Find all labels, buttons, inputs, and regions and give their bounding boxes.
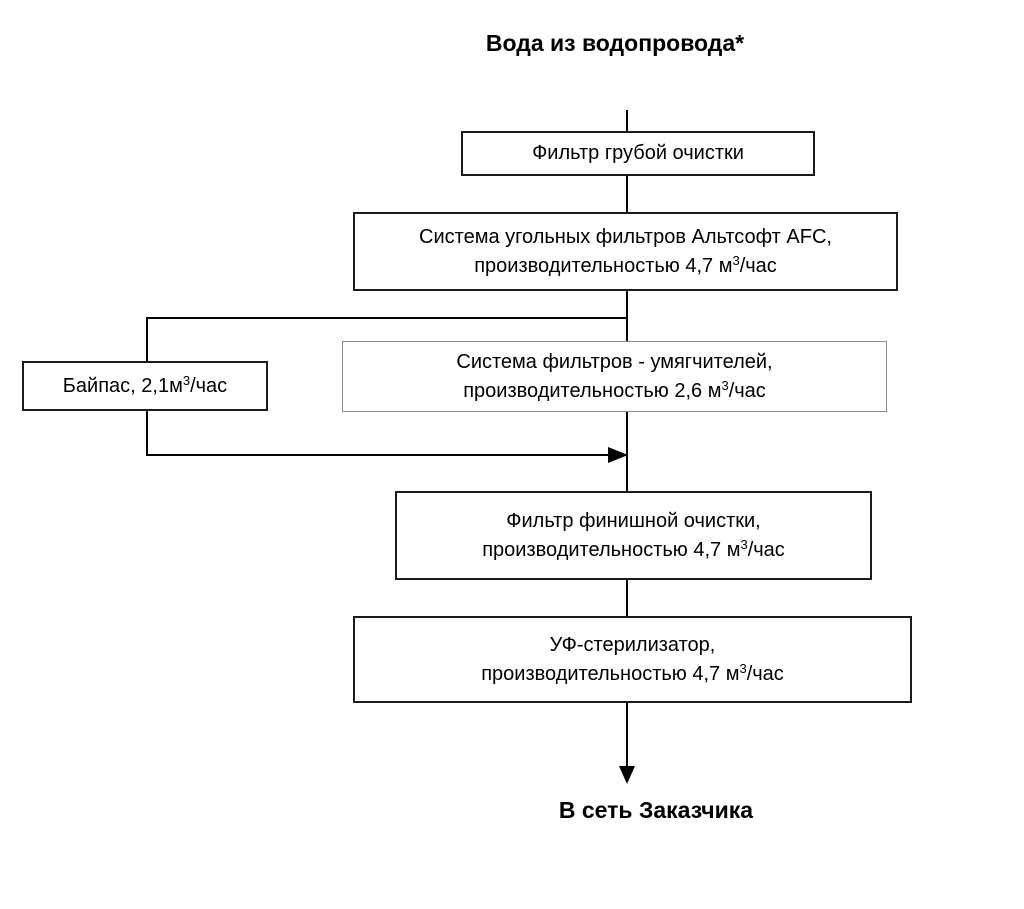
capacity-prefix: производительностью 4,7 м bbox=[474, 254, 733, 277]
node-softener-name: Система фильтров - умягчителей, bbox=[456, 348, 772, 377]
capacity-suffix: /час bbox=[746, 662, 784, 685]
arrowhead-bypass-right-icon bbox=[608, 447, 628, 463]
capacity-superscript: 3 bbox=[721, 377, 729, 393]
capacity-superscript: 3 bbox=[740, 536, 748, 552]
capacity-prefix: производительностью 2,6 м bbox=[463, 379, 722, 402]
capacity-prefix: производительностью 4,7 м bbox=[481, 662, 740, 685]
node-finish-name: Фильтр финишной очистки, bbox=[506, 507, 760, 536]
node-carbon-capacity: производительностью 4,7 м3/час bbox=[474, 252, 777, 281]
outlet-label-text: В сеть Заказчика bbox=[558, 797, 754, 823]
node-uv-sterilizer: УФ-стерилизатор, производительностью 4,7… bbox=[353, 616, 912, 703]
node-label-text: Фильтр финишной очистки, bbox=[506, 509, 761, 532]
capacity-suffix: /час bbox=[728, 379, 766, 402]
node-uv-name: УФ-стерилизатор, bbox=[550, 631, 716, 660]
capacity-superscript: 3 bbox=[732, 252, 740, 268]
capacity-suffix: /час bbox=[747, 538, 785, 561]
node-softener-filter-system: Система фильтров - умягчителей, производ… bbox=[342, 341, 887, 412]
node-finish-capacity: производительностью 4,7 м3/час bbox=[482, 536, 785, 565]
node-coarse-filter: Фильтр грубой очистки bbox=[461, 131, 815, 176]
capacity-prefix: Байпас, 2,1м bbox=[62, 374, 183, 397]
node-label-text: УФ-стерилизатор, bbox=[549, 633, 716, 656]
node-softener-capacity: производительностью 2,6 м3/час bbox=[463, 377, 766, 406]
capacity-suffix: /час bbox=[190, 374, 228, 397]
node-label-text: Система угольных фильтров Альтсофт AFC, bbox=[419, 225, 832, 248]
capacity-prefix: производительностью 4,7 м bbox=[482, 538, 741, 561]
node-bypass: Байпас, 2,1м3/час bbox=[22, 361, 268, 411]
node-bypass-label: Байпас, 2,1м3/час bbox=[63, 372, 227, 401]
node-finish-filter: Фильтр финишной очистки, производительно… bbox=[395, 491, 872, 580]
outlet-label: В сеть Заказчика bbox=[356, 797, 956, 824]
node-uv-capacity: производительностью 4,7 м3/час bbox=[481, 660, 784, 689]
capacity-suffix: /час bbox=[739, 254, 777, 277]
node-coarse-filter-label: Фильтр грубой очистки bbox=[532, 139, 744, 168]
diagram-title-text: Вода из водопровода* bbox=[485, 30, 745, 56]
capacity-superscript: 3 bbox=[739, 660, 747, 676]
node-carbon-filter-system: Система угольных фильтров Альтсофт AFC, … bbox=[353, 212, 898, 291]
diagram-title: Вода из водопровода* bbox=[315, 30, 915, 57]
node-label-text: Система фильтров - умягчителей, bbox=[456, 350, 773, 373]
node-label-text: Фильтр грубой очистки bbox=[532, 142, 744, 164]
node-carbon-name: Система угольных фильтров Альтсофт AFC, bbox=[419, 223, 832, 252]
arrowhead-outlet-down-icon bbox=[619, 766, 635, 784]
capacity-superscript: 3 bbox=[182, 372, 191, 388]
